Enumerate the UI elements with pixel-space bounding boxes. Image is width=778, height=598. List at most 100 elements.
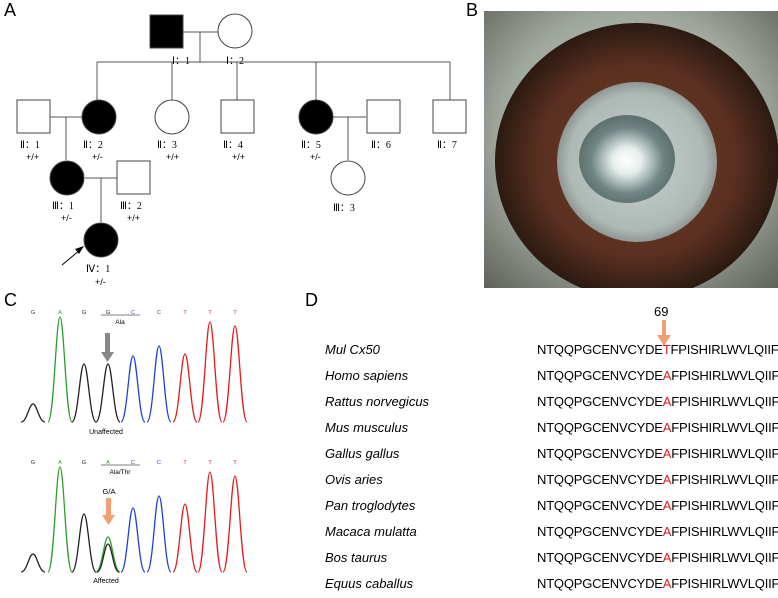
base-call: G: [31, 460, 35, 466]
label-II4: Ⅱ：4: [223, 140, 243, 151]
trace-peak: [120, 507, 146, 573]
II2-symbol: [81, 99, 117, 135]
species-name: Homo sapiens: [325, 368, 409, 383]
II7-symbol: [432, 99, 467, 134]
alignment-row: Macaca mulatta NTQQPGCENVCYDEAFPISHIRLWVL…: [300, 524, 778, 546]
sequence-suffix: FPISHIRLWVLQIIF: [671, 576, 778, 591]
species-name: Rattus norvegicus: [325, 394, 430, 409]
protein-sequence: NTQQPGCENVCYDEAFPISHIRLWVLQIIF: [537, 368, 778, 383]
trace-peak: [197, 471, 223, 573]
residue-69: A: [662, 472, 672, 487]
sequence-suffix: FPISHIRLWVLQIIF: [671, 498, 778, 513]
sequence-prefix: NTQQPGCENVCYDE: [537, 368, 663, 383]
alignment-row: Gallus gallus NTQQPGCENVCYDEAFPISHIRLWVLQ…: [300, 446, 778, 468]
label-II6: Ⅱ：6: [371, 140, 391, 151]
species-name: Mus musculus: [325, 420, 409, 435]
eye-photograph: [484, 11, 778, 288]
base-call: T: [233, 310, 237, 316]
trace-peak: [20, 553, 46, 573]
sequence-prefix: NTQQPGCENVCYDE: [537, 576, 663, 591]
base-call: C: [131, 460, 135, 466]
II4-symbol: [220, 99, 255, 134]
proband-arrow: [61, 246, 84, 266]
I2-symbol: [217, 13, 253, 49]
base-call: C: [131, 310, 135, 316]
panel-a-label: A: [4, 0, 17, 20]
sequence-prefix: NTQQPGCENVCYDE: [537, 420, 663, 435]
alignment-row: Mul Cx50 NTQQPGCENVCYDETFPISHIRLWVLQIIF: [300, 342, 778, 364]
label-IV1: Ⅳ：1: [86, 264, 111, 275]
base-call: T: [208, 310, 212, 316]
panel-d-label: D: [305, 290, 318, 310]
sequence-suffix: FPISHIRLWVLQIIF: [671, 420, 778, 435]
protein-sequence: NTQQPGCENVCYDEAFPISHIRLWVLQIIF: [537, 446, 778, 461]
trace-peak-het: [96, 543, 120, 573]
trace-peak: [120, 355, 146, 423]
sequence-suffix: FPISHIRLWVLQIIF: [671, 550, 778, 565]
base-call: G: [82, 460, 86, 466]
alignment-row: Homo sapiens NTQQPGCENVCYDEAFPISHIRLWVLQI…: [300, 368, 778, 390]
protein-sequence: NTQQPGCENVCYDEAFPISHIRLWVLQIIF: [537, 394, 778, 409]
residue-69: A: [662, 498, 672, 513]
label-III3: Ⅲ：3: [333, 203, 355, 214]
residue-69: T: [662, 342, 671, 357]
protein-sequence: NTQQPGCENVCYDEAFPISHIRLWVLQIIF: [537, 472, 778, 487]
base-call: A: [106, 460, 110, 466]
trace-peak: [20, 403, 46, 423]
trace-peak: [47, 316, 73, 423]
residue-69: A: [662, 524, 672, 539]
residue-69: A: [662, 368, 672, 383]
protein-sequence: NTQQPGCENVCYDEAFPISHIRLWVLQIIF: [537, 498, 778, 513]
label-III1: Ⅲ：1: [52, 201, 74, 212]
sequence-suffix: FPISHIRLWVLQIIF: [670, 342, 778, 357]
residue-69: A: [662, 576, 672, 591]
geno-II2: +/-: [92, 152, 103, 162]
residue-69: A: [662, 550, 672, 565]
species-name: Gallus gallus: [325, 446, 400, 461]
residue-69: A: [662, 420, 672, 435]
species-name: Mul Cx50: [325, 342, 380, 357]
sequence-prefix: NTQQPGCENVCYDE: [537, 524, 663, 539]
I1-symbol: [149, 14, 184, 49]
protein-sequence: NTQQPGCENVCYDEAFPISHIRLWVLQIIF: [537, 420, 778, 435]
II3-symbol: [154, 99, 190, 135]
geno-II3: +/+: [166, 152, 180, 162]
sequence-suffix: FPISHIRLWVLQIIF: [671, 524, 778, 539]
affected-arrowhead: [102, 515, 115, 525]
trace-peak: [146, 345, 172, 423]
unaffected-arrow: [105, 333, 110, 353]
species-name: Macaca mulatta: [325, 524, 417, 539]
codon-label-bottom: Ala/Thr: [110, 469, 132, 476]
sequence-prefix: NTQQPGCENVCYDE: [537, 446, 663, 461]
base-call: C: [157, 310, 161, 316]
sequence-prefix: NTQQPGCENVCYDE: [537, 550, 663, 565]
label-I2: Ⅰ：2: [226, 56, 244, 67]
protein-sequence: NTQQPGCENVCYDETFPISHIRLWVLQIIF: [537, 342, 778, 357]
base-call: G: [31, 310, 35, 316]
species-name: Bos taurus: [325, 550, 388, 565]
trace-peak: [146, 495, 172, 573]
geno-III2: +/+: [127, 213, 141, 223]
trace-peak: [95, 536, 121, 573]
trace-peak: [172, 503, 198, 573]
base-call: A: [58, 310, 62, 316]
geno-II5: +/-: [310, 152, 321, 162]
caption-affected: Affected: [93, 578, 119, 585]
trace-peak: [197, 321, 223, 423]
II6-symbol: [366, 99, 401, 134]
III3-symbol: [330, 160, 366, 196]
label-II7: Ⅱ：7: [437, 140, 457, 151]
alignment-row: Mus musculus NTQQPGCENVCYDEAFPISHIRLWVLQI…: [300, 420, 778, 442]
trace-peak: [71, 363, 97, 423]
base-call: T: [208, 460, 212, 466]
sequence-suffix: FPISHIRLWVLQIIF: [671, 446, 778, 461]
sequence-suffix: FPISHIRLWVLQIIF: [671, 368, 778, 383]
residue-69: A: [662, 394, 672, 409]
geno-II4: +/+: [232, 152, 246, 162]
het-marker-label: G/A: [103, 487, 116, 496]
trace-peak: [222, 325, 248, 423]
trace-peak: [172, 353, 198, 423]
